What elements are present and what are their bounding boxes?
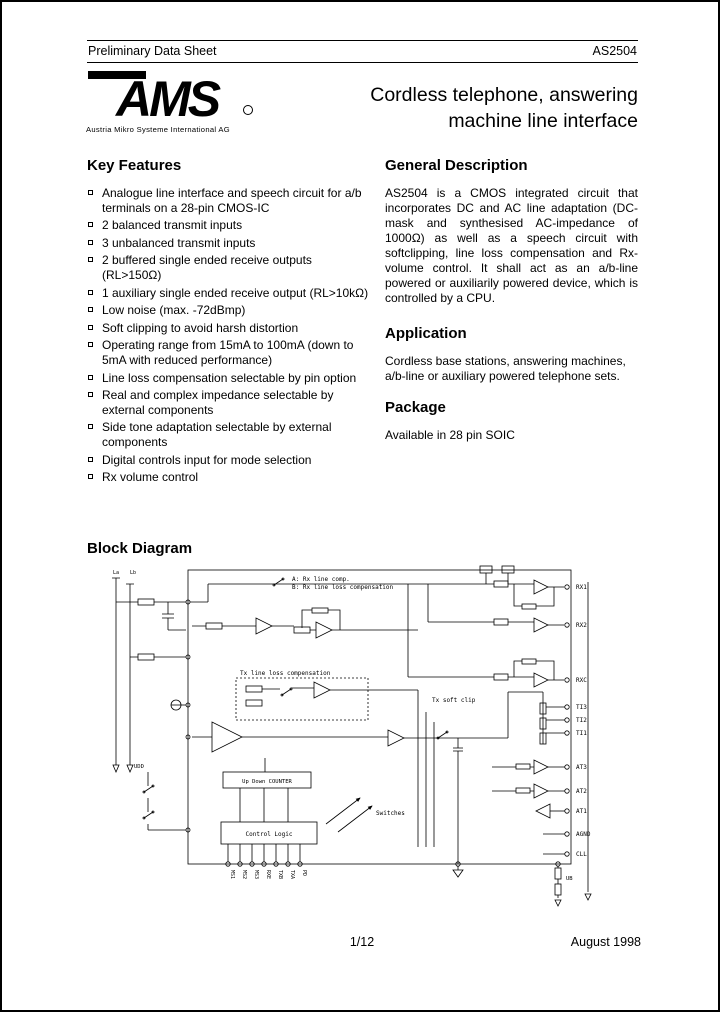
feature-text: Line loss compensation selectable by pin… xyxy=(102,370,357,385)
feature-item: 3 unbalanced transmit inputs xyxy=(87,236,369,251)
pin-label-rx2: RX2 xyxy=(576,622,587,629)
bullet-icon xyxy=(88,324,93,330)
annotation-tx-comp: Tx line loss compensation xyxy=(240,670,331,677)
pin-label-ti1: TI1 xyxy=(576,730,587,737)
key-features-list: Analogue line interface and speech circu… xyxy=(87,186,369,485)
feature-text: Low noise (max. -72dBmp) xyxy=(102,303,246,318)
feature-text: Digital controls input for mode selectio… xyxy=(102,452,312,467)
company-logo: AMS Austria Mikro Systeme International … xyxy=(86,66,266,134)
block-diagram-schematic: La Lb A: Rx line comp. B: Rx line loss c… xyxy=(112,565,592,907)
annotation-switches: Switches xyxy=(376,810,405,817)
annotation-rx-comp-a: A: Rx line comp. xyxy=(292,576,350,583)
bullet-icon xyxy=(88,257,93,263)
feature-item: Analogue line interface and speech circu… xyxy=(87,186,369,215)
pin-label-at1: AT1 xyxy=(576,808,587,815)
feature-item: 1 auxiliary single ended receive output … xyxy=(87,286,369,301)
feature-item: Digital controls input for mode selectio… xyxy=(87,453,369,468)
bullet-icon xyxy=(88,222,93,228)
application-heading: Application xyxy=(385,325,467,342)
block-diagram-heading: Block Diagram xyxy=(87,540,193,557)
feature-item: 2 balanced transmit inputs xyxy=(87,218,369,233)
application-section: Application Cordless base stations, answ… xyxy=(385,325,638,384)
feature-item: Real and complex impedance selectable by… xyxy=(87,388,369,417)
bullet-icon xyxy=(88,289,93,295)
bullet-icon xyxy=(88,342,93,348)
counter-block-label: Up Down COUNTER xyxy=(242,779,292,785)
bullet-icon xyxy=(88,307,93,313)
pin-label-ms1: MS1 xyxy=(229,870,235,879)
pin-label-at3: AT3 xyxy=(576,764,587,771)
pin-label-pd: PD xyxy=(301,870,307,876)
control-logic-block-label: Control Logic xyxy=(246,831,293,838)
schematic-labels: La Lb A: Rx line comp. B: Rx line loss c… xyxy=(113,570,591,882)
bullet-icon xyxy=(88,424,93,430)
pin-label-rxe: RXE xyxy=(265,870,271,879)
application-text: Cordless base stations, answering machin… xyxy=(385,354,626,383)
page-number: 1/12 xyxy=(349,935,375,949)
bullet-icon xyxy=(88,190,93,195)
package-section: Package Available in 28 pin SOIC xyxy=(385,399,638,443)
pin-label-at2: AT2 xyxy=(576,788,587,795)
feature-item: Rx volume control xyxy=(87,470,369,485)
document-title: Cordless telephone, answering machine li… xyxy=(302,82,638,134)
pin-label-txa: TXA xyxy=(289,870,295,879)
feature-text: Real and complex impedance selectable by… xyxy=(102,388,334,417)
feature-text: Operating range from 15mA to 100mA (down… xyxy=(102,338,354,367)
pin-label-ti2: TI2 xyxy=(576,717,587,724)
feature-text: 1 auxiliary single ended receive output … xyxy=(102,285,369,300)
logo-wordmark: AMS xyxy=(114,71,221,124)
annotation-rx-comp-b: B: Rx line loss compensation xyxy=(292,584,394,591)
feature-text: 2 balanced transmit inputs xyxy=(102,218,243,233)
feature-text: Rx volume control xyxy=(102,470,199,485)
title-line-1: Cordless telephone, answering xyxy=(370,84,638,106)
pin-label-lb: Lb xyxy=(130,570,136,576)
bullet-icon xyxy=(88,392,93,398)
ams-logo-icon: AMS xyxy=(88,71,253,127)
header-part-number: AS2504 xyxy=(592,44,637,58)
general-description-text: AS2504 is a CMOS integrated circuit that… xyxy=(385,186,638,305)
pin-label-txb: TXB xyxy=(277,870,283,879)
feature-text: 3 unbalanced transmit inputs xyxy=(102,235,256,250)
bullet-icon xyxy=(88,239,93,245)
feature-item: Line loss compensation selectable by pin… xyxy=(87,371,369,386)
general-description-heading: General Description xyxy=(385,157,528,174)
general-description-section: General Description AS2504 is a CMOS int… xyxy=(385,157,638,306)
feature-text: Side tone adaptation selectable by exter… xyxy=(102,420,332,449)
schematic-wires xyxy=(112,565,592,907)
key-features-heading: Key Features xyxy=(87,157,182,174)
feature-item: 2 buffered single ended receive outputs … xyxy=(87,253,369,282)
feature-item: Low noise (max. -72dBmp) xyxy=(87,303,369,318)
feature-text: Analogue line interface and speech circu… xyxy=(102,186,362,215)
supply-label-udd: UDD xyxy=(134,764,144,770)
feature-item: Side tone adaptation selectable by exter… xyxy=(87,420,369,449)
feature-text: 2 buffered single ended receive outputs … xyxy=(102,253,312,282)
supply-label-ub: UB xyxy=(566,876,573,882)
pin-label-la: La xyxy=(113,570,119,576)
key-features-section: Key Features Analogue line interface and… xyxy=(87,157,369,488)
package-heading: Package xyxy=(385,399,446,416)
title-line-2: machine line interface xyxy=(448,110,638,132)
logo-caption: Austria Mikro Systeme International AG xyxy=(86,125,230,134)
package-text: Available in 28 pin SOIC xyxy=(385,428,515,442)
pin-label-ti3: TI3 xyxy=(576,704,587,711)
pin-label-rx1: RX1 xyxy=(576,584,587,591)
page-header: Preliminary Data Sheet AS2504 xyxy=(87,40,638,63)
pin-label-rxc: RXC xyxy=(576,677,587,684)
footer-date: August 1998 xyxy=(570,935,641,949)
annotation-soft-clip: Tx soft clip xyxy=(432,697,476,704)
header-doc-type: Preliminary Data Sheet xyxy=(88,44,217,58)
feature-text: Soft clipping to avoid harsh distortion xyxy=(102,320,299,335)
pin-label-cll: CLL xyxy=(576,851,587,858)
pin-label-ms2: MS2 xyxy=(241,870,247,879)
bullet-icon xyxy=(88,374,93,380)
bullet-icon xyxy=(88,456,93,462)
pin-label-agnd: AGND xyxy=(576,831,591,838)
bullet-icon xyxy=(88,474,93,480)
feature-item: Soft clipping to avoid harsh distortion xyxy=(87,321,369,336)
pin-label-ms3: MS3 xyxy=(253,870,259,879)
feature-item: Operating range from 15mA to 100mA (down… xyxy=(87,338,369,367)
